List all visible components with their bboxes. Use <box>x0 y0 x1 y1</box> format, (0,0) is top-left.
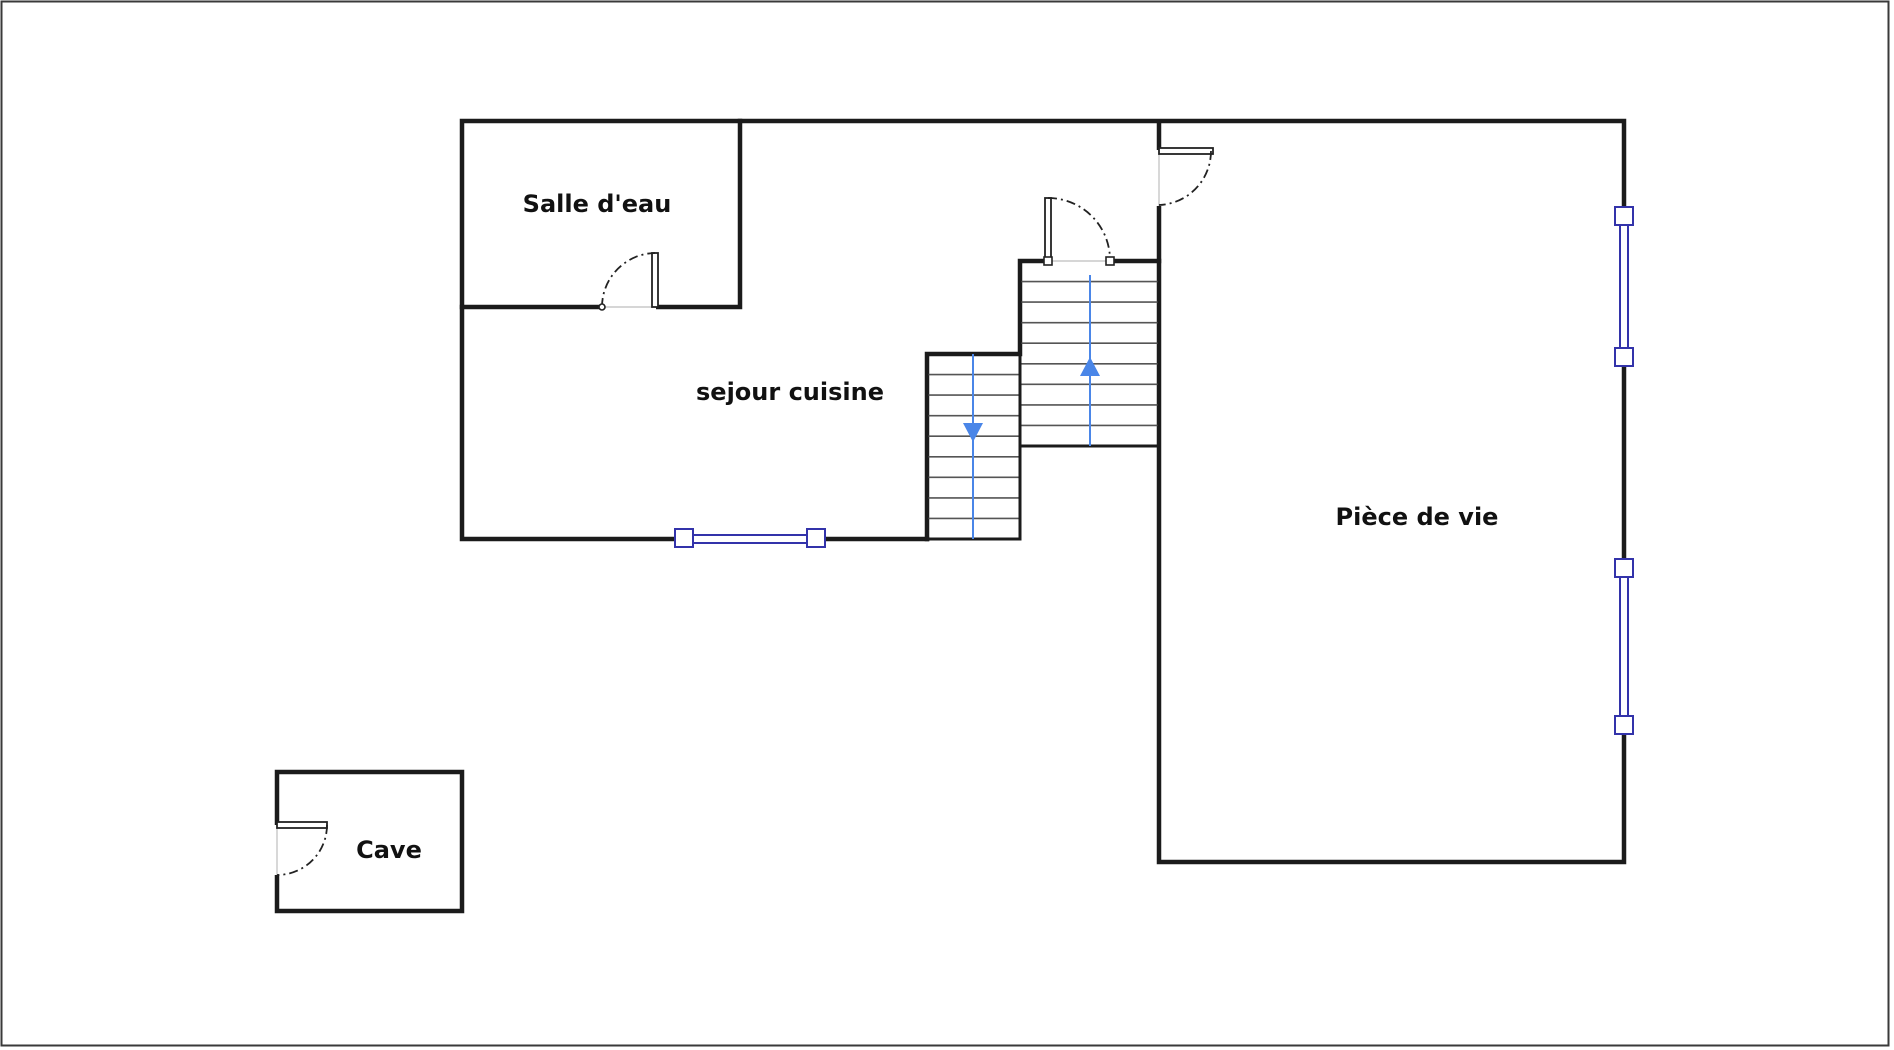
staircase-down <box>925 352 1022 541</box>
window-sejour-cuisine <box>674 528 826 548</box>
main-outline-wall <box>459 118 1627 865</box>
door-cave-leaf <box>276 821 328 829</box>
window-piece-de-vie-lower <box>1614 558 1634 735</box>
stair-down-arrow-icon <box>963 423 983 442</box>
room-label-cave: Cave <box>356 836 422 864</box>
room-label-salle-deau: Salle d'eau <box>523 190 672 218</box>
windows <box>674 206 1634 735</box>
door-salle-deau-swing <box>601 252 656 308</box>
door-cave-swing <box>276 824 328 876</box>
room-label-sejour-cuisine: sejour cuisine <box>696 378 884 406</box>
room-labels: Salle d'eau sejour cuisine Pièce de vie … <box>356 190 1498 864</box>
door-stair-landing <box>1043 197 1115 266</box>
door-stair-landing-swing <box>1047 197 1111 261</box>
door-salle-deau-leaf <box>651 252 659 308</box>
window-piece-de-vie-upper <box>1614 206 1634 367</box>
room-label-piece-de-vie: Pièce de vie <box>1336 503 1499 531</box>
door-stair-landing-leaf <box>1044 197 1052 262</box>
door-cave <box>273 821 328 876</box>
salle-deau-wall <box>459 118 743 310</box>
doors <box>273 147 1214 876</box>
door-piece-de-vie-swing <box>1158 150 1212 206</box>
stair-up-arrow-icon <box>1080 357 1100 376</box>
staircase-up <box>1018 259 1161 448</box>
door-piece-de-vie-leaf <box>1158 147 1214 155</box>
door-salle-deau <box>598 252 659 311</box>
stairs <box>925 259 1161 541</box>
door-piece-de-vie <box>1155 147 1214 206</box>
